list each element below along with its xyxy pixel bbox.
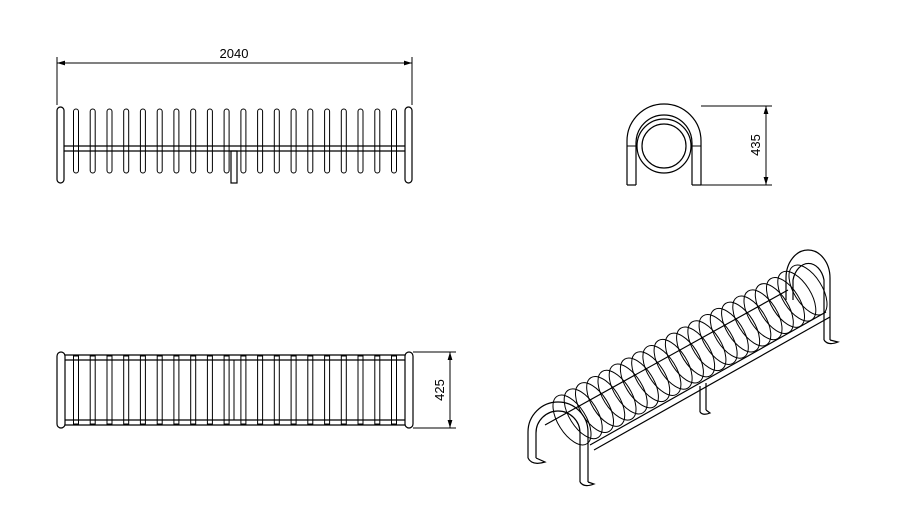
front-bar [391,108,397,174]
top-bar [73,355,79,425]
top-bar [173,355,180,425]
top-bar [357,355,364,425]
top-bars [73,355,397,425]
iso-loop [788,264,828,316]
height-dimension-label: 435 [748,134,763,156]
side-view: 435 [626,103,772,186]
iso-loop [676,326,716,378]
front-bar [206,108,213,174]
iso-loop [586,376,626,427]
iso-front-arch [527,401,596,487]
iso-loop [619,357,659,409]
front-bar [190,108,197,174]
top-bar [156,355,163,425]
front-bar [123,108,130,174]
isometric-view [527,249,840,487]
top-bar [190,355,197,425]
depth-dimension-label: 425 [432,379,447,401]
top-bar [139,355,146,425]
front-bar [73,108,79,174]
iso-back-arch [785,249,840,345]
width-dimension-label: 2040 [220,46,249,61]
iso-loop [563,388,603,440]
front-bar [273,108,280,174]
iso-loop [698,314,738,365]
top-bar [290,355,297,425]
side-inner-arch [635,114,693,185]
top-end-bars [56,351,414,429]
front-center-foot [230,150,238,184]
front-end-posts [56,106,413,184]
iso-loop [732,295,772,347]
iso-loop [653,338,693,390]
iso-loop [552,394,592,446]
top-bar [106,355,113,425]
front-bar [240,108,247,174]
front-bar [324,108,331,174]
iso-loop [631,351,671,403]
front-bar [290,108,297,174]
front-bar [223,108,230,174]
iso-loop [642,345,682,396]
front-rails [64,145,405,152]
top-bar [374,355,381,425]
front-view: 2040 [56,46,413,184]
front-bar [374,108,381,174]
iso-loop [608,363,648,415]
top-rails [65,354,405,426]
iso-rails [544,289,831,451]
front-bar [257,108,264,174]
iso-loops [552,264,828,446]
iso-loop [597,369,637,421]
side-outer-arch [626,103,702,185]
side-height-dimension: 435 [701,105,772,186]
side-loop-inner [641,123,687,169]
front-bar [173,108,180,174]
top-bar [206,355,213,425]
top-bar [324,355,331,425]
side-loop-outer [636,118,692,174]
top-bar [89,355,96,425]
top-bar [391,355,397,425]
top-depth-dimension: 425 [413,351,456,429]
top-bar [307,355,314,425]
top-bar [240,355,247,425]
iso-loop [709,307,749,359]
top-bar [123,355,130,425]
front-bar [340,108,347,174]
front-bar [89,108,96,174]
top-bar [340,355,347,425]
front-width-dimension: 2040 [56,46,413,105]
top-bar [273,355,280,425]
iso-middle-foot [699,383,712,415]
front-bar [139,108,146,174]
front-bar [357,108,364,174]
front-bar [106,108,113,174]
top-view: 425 [56,351,456,429]
iso-loop [721,301,761,353]
front-bar [156,108,163,174]
iso-loop [687,320,727,372]
iso-loop [664,332,704,384]
top-bar [257,355,264,425]
front-bar [307,108,314,174]
top-bar [223,355,230,425]
front-bars [73,108,397,174]
